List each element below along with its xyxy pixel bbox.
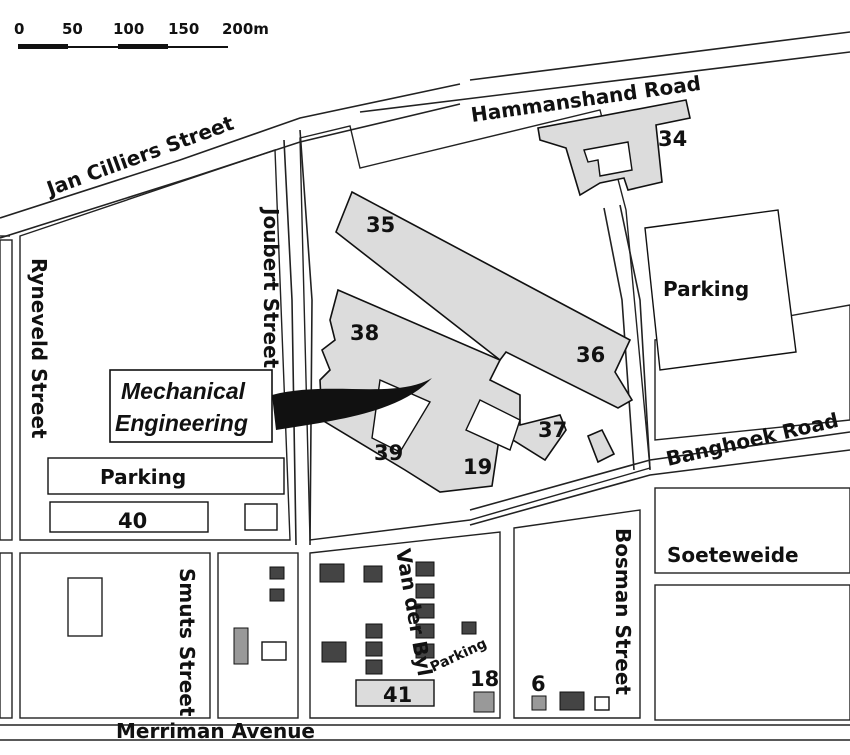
block-outline: [654, 584, 850, 721]
dark-block: [269, 566, 285, 580]
road-network: [0, 31, 850, 741]
building-34-label: 34: [658, 127, 687, 151]
building-19-label: 19: [463, 455, 492, 479]
lower-buildings: [233, 561, 610, 713]
road-edge: [283, 139, 297, 546]
dark-block: [415, 603, 435, 619]
scale-label: 0: [14, 20, 24, 38]
white-block: [261, 641, 287, 661]
building-39-label: 39: [374, 441, 403, 465]
scale-label: 50: [62, 20, 83, 38]
road-edge: [469, 449, 850, 526]
scale-segment: [18, 44, 68, 49]
street-soeteweide: Soeteweide: [667, 543, 799, 567]
street-merriman: Merriman Avenue: [116, 719, 315, 743]
dark-block: [365, 659, 383, 675]
road-edge: [619, 204, 651, 471]
scale-label: 100: [113, 20, 144, 38]
building-6-label: 6: [531, 672, 546, 696]
block-outline: [309, 531, 501, 719]
mech-eng-callout[interactable]: Mechanical Engineering: [109, 369, 432, 443]
scale-segment: [168, 46, 228, 48]
block-outline: [654, 487, 850, 574]
dark-block: [415, 561, 435, 577]
dark-block: [415, 643, 435, 659]
annex: [586, 428, 616, 464]
scale-segment: [68, 46, 118, 48]
block-outline: [0, 239, 13, 541]
callout-box: [109, 369, 273, 443]
block-outline: [299, 109, 651, 541]
street-smuts: Smuts Street: [175, 568, 199, 717]
dark-block: [363, 565, 383, 583]
parking-west-label: Parking: [100, 465, 186, 489]
block-outline: [217, 552, 299, 719]
scale-segment: [118, 44, 168, 49]
road-edge: [469, 431, 850, 511]
street-joubert: Joubert Street: [259, 206, 283, 369]
callout-line1: Mechanical: [121, 378, 246, 404]
building-37-label: 37: [538, 418, 567, 442]
scale-label: 200m: [222, 20, 269, 38]
callout-pointer: [272, 378, 432, 430]
dark-block: [415, 583, 435, 599]
dark-block: [365, 623, 383, 639]
building-38-label: 38: [350, 321, 379, 345]
parking-west[interactable]: [47, 457, 285, 495]
block-outline: [19, 552, 211, 719]
courtyard: [465, 399, 521, 451]
building-40-label: 40: [118, 509, 147, 533]
block-outline: [513, 509, 641, 719]
street-bosman: Bosman Street: [611, 528, 635, 695]
road-edge: [0, 83, 461, 219]
building-18-label: 18: [470, 667, 499, 691]
block-outline: [19, 149, 291, 541]
building-40[interactable]: [49, 501, 209, 533]
road-edge: [603, 207, 635, 471]
parking-east[interactable]: [644, 209, 797, 371]
dark-block: [319, 563, 345, 583]
street-ryneveld: Ryneveld Street: [27, 258, 51, 439]
dark-block: [461, 621, 477, 635]
callout-line2: Engineering: [115, 410, 248, 436]
scale-label: 150: [168, 20, 199, 38]
road-edge: [359, 51, 850, 113]
parking-east-label: Parking: [663, 277, 749, 301]
dark-block: [559, 691, 585, 711]
road-edge: [299, 129, 313, 546]
building-41[interactable]: [355, 679, 435, 707]
building-18-shape[interactable]: [473, 691, 495, 713]
block-outline: [0, 552, 13, 719]
building-35-label: 35: [366, 213, 395, 237]
white-block: [594, 696, 610, 711]
dark-block: [415, 623, 435, 639]
small-structure: [244, 503, 278, 531]
street-jan-cilliers: Jan Cilliers Street: [42, 111, 238, 202]
city-blocks: [0, 109, 850, 721]
dark-block: [365, 641, 383, 657]
building-6-shape[interactable]: [531, 695, 547, 711]
dark-block: [269, 588, 285, 602]
building-36-label: 36: [576, 343, 605, 367]
building-35-36[interactable]: [335, 190, 634, 409]
block-outline: [67, 577, 103, 637]
grey-block: [233, 627, 249, 665]
building-41-label: 41: [383, 683, 412, 707]
road-edge: [469, 31, 850, 81]
dark-block: [321, 641, 347, 663]
scale-bar: 0 50 100 150 200m: [14, 20, 269, 49]
